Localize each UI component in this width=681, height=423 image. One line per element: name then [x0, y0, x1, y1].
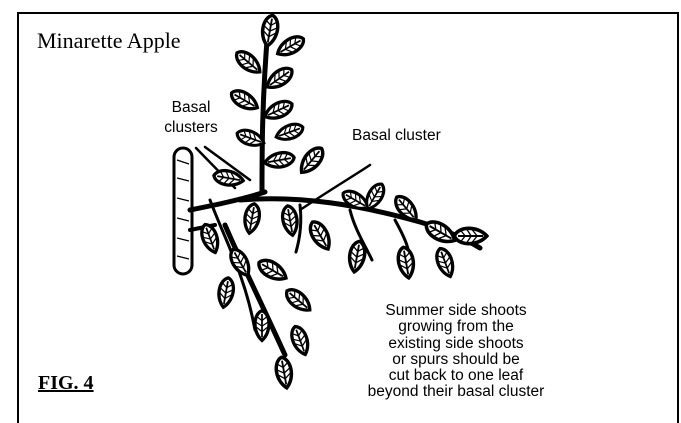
note-line: cut back to one leaf — [355, 368, 557, 384]
note-line: existing side shoots — [355, 336, 557, 352]
pruning-note: Summer side shoots growing from the exis… — [355, 303, 557, 401]
note-line: Summer side shoots — [355, 303, 557, 319]
note-line: or spurs should be — [355, 352, 557, 368]
basal-clusters-line: Basal — [150, 98, 232, 118]
figure-title: Minarette Apple — [37, 28, 181, 54]
basal-clusters-line: clusters — [150, 118, 232, 138]
basal-clusters-label: Basal clusters — [150, 98, 232, 138]
figure-number: FIG. 4 — [38, 372, 94, 395]
note-line: beyond their basal cluster — [355, 384, 557, 400]
basal-cluster-label: Basal cluster — [352, 127, 441, 145]
note-line: growing from the — [355, 319, 557, 335]
